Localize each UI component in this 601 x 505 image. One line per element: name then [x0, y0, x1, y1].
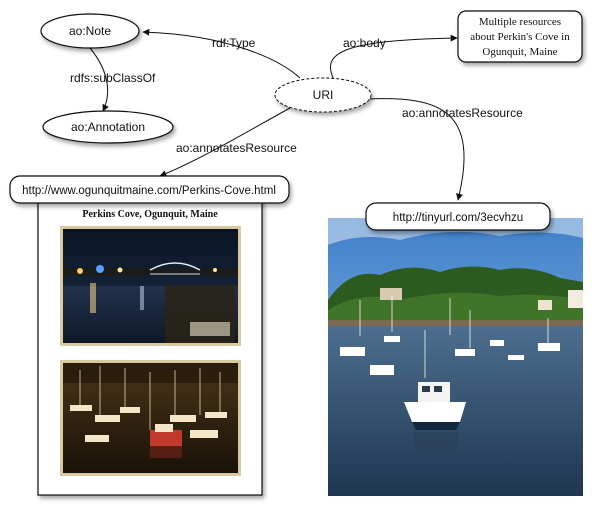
- night-harbor-photo: [60, 226, 241, 346]
- edge-label-annotates-left: ao:annotatesResource: [176, 141, 297, 155]
- url-right-box[interactable]: http://tinyurl.com/3ecvhzu: [365, 202, 551, 231]
- node-body-box: Multiple resources about Perkin's Cove i…: [457, 10, 583, 63]
- edge-body: [330, 34, 458, 81]
- edge-label-body: ao:body: [343, 36, 386, 50]
- edge-label-rdf-type: rdf:Type: [212, 36, 256, 50]
- node-annotation-label: ao:Annotation: [71, 120, 145, 134]
- edge-annotates-right: [367, 98, 465, 201]
- body-line-1: Multiple resources: [479, 16, 561, 28]
- edges: [89, 28, 465, 201]
- webpage-title: Perkins Cove, Ogunquit, Maine: [82, 209, 218, 220]
- node-annotation: ao:Annotation: [42, 110, 174, 144]
- webpage-screenshot: Perkins Cove, Ogunquit, Maine: [37, 196, 263, 496]
- edge-label-subclass: rdfs:subClassOf: [70, 71, 156, 85]
- body-line-3: Ogunquit, Maine: [482, 46, 557, 58]
- body-line-2: about Perkin's Cove in: [470, 31, 570, 43]
- edge-label-annotates-right: ao:annotatesResource: [402, 106, 523, 120]
- node-uri-label: URI: [313, 88, 334, 102]
- url-left-label[interactable]: http://www.ogunquitmaine.com/Perkins-Cov…: [22, 185, 276, 197]
- node-note-label: ao:Note: [69, 24, 111, 38]
- harbor-photo: [328, 218, 583, 496]
- url-right-label[interactable]: http://tinyurl.com/3ecvhzu: [393, 212, 523, 224]
- url-left-box[interactable]: http://www.ogunquitmaine.com/Perkins-Cov…: [9, 175, 290, 204]
- edge-subclass: [89, 47, 109, 112]
- edge-annotates-left: [159, 107, 291, 177]
- node-uri: URI: [274, 77, 372, 113]
- node-note: ao:Note: [40, 13, 140, 49]
- sunset-boats-photo: [60, 360, 241, 476]
- edge-rdf-type: [142, 28, 301, 79]
